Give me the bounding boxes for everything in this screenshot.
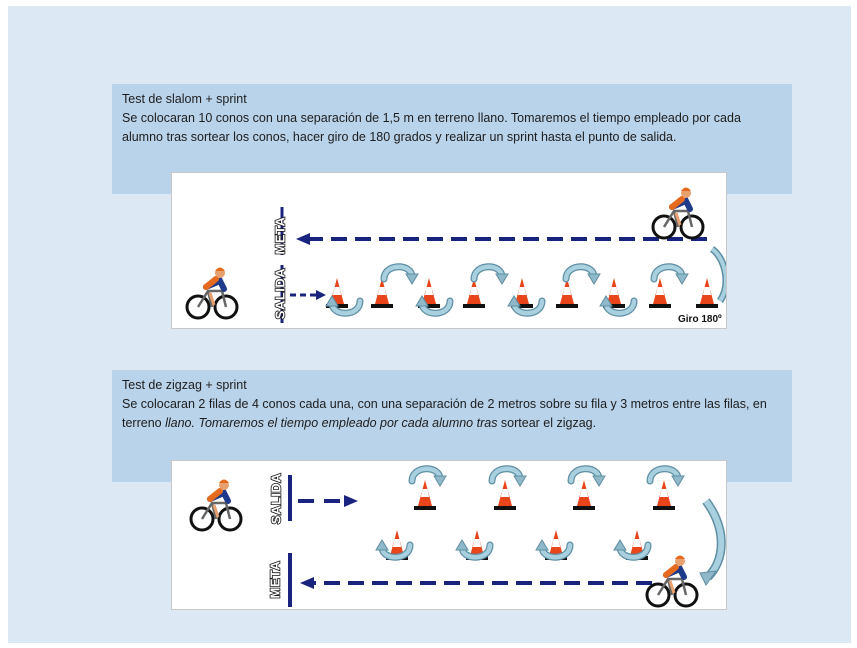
arrowhead-left <box>296 233 310 245</box>
cone <box>696 278 718 308</box>
cone <box>573 480 595 510</box>
cone <box>556 278 578 308</box>
salida-label: SALIDA <box>268 472 285 525</box>
cone <box>414 480 436 510</box>
curved-arrow <box>474 267 508 284</box>
zigzag-description: Se colocaran 2 filas de 4 conos cada una… <box>122 395 782 433</box>
curved-arrow <box>412 469 446 486</box>
cone <box>649 278 671 308</box>
zigzag-description-italic: llano. Tomaremos el tiempo empleado por … <box>165 416 498 430</box>
zigzag-arrows-top <box>412 469 684 486</box>
curved-arrow <box>492 469 526 486</box>
cone <box>653 480 675 510</box>
arrowhead-right <box>316 290 326 300</box>
curved-arrow <box>650 469 684 486</box>
cone <box>371 278 393 308</box>
cone <box>494 480 516 510</box>
cones-top-row <box>414 480 675 510</box>
slalom-description: Se colocaran 10 conos con una separación… <box>122 111 741 144</box>
meta-label: META <box>267 560 284 599</box>
cyclist-icon <box>647 556 697 607</box>
salida-label: SALIDA <box>272 267 289 320</box>
zigzag-diagram: SALIDA META <box>171 460 727 610</box>
zigzag-title: Test de zigzag + sprint <box>122 378 247 392</box>
slide: Test de slalom + sprint Se colocaran 10 … <box>8 6 851 643</box>
cyclist-icon <box>187 268 237 319</box>
curved-arrow <box>384 267 418 284</box>
curved-arrow <box>571 469 605 486</box>
arrowhead-right <box>344 495 358 507</box>
turn-label: Giro 180º <box>678 314 722 325</box>
slalom-title: Test de slalom + sprint <box>122 92 247 106</box>
zigzag-description-end: sortear el zigzag. <box>497 416 597 430</box>
curved-arrow <box>566 267 600 284</box>
cyclist-icon <box>191 480 241 531</box>
cones-bottom-row <box>386 530 648 560</box>
arrowhead-left <box>300 577 314 589</box>
cones-row <box>326 278 718 308</box>
slalom-diagram: META SALIDA Giro 180º <box>171 172 727 329</box>
zigzag-arrows-bottom <box>376 540 648 557</box>
cyclist-icon <box>653 188 703 239</box>
zigzag-description-text: Se colocaran 2 filas de 4 conos cada una… <box>122 397 767 430</box>
curved-arrow <box>614 540 648 557</box>
